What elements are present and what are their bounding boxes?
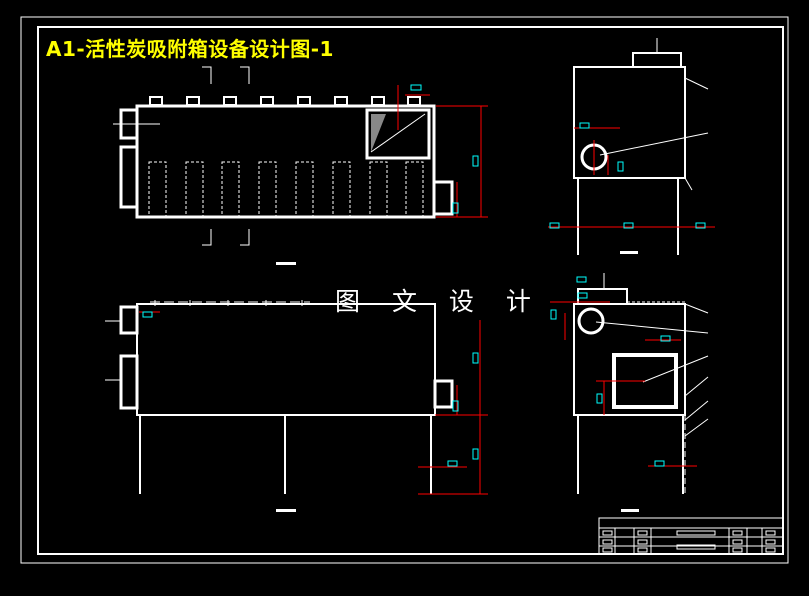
watermark-text: 图 文 设 计 (335, 287, 543, 316)
inner-frame (37, 26, 784, 555)
plan-view (105, 300, 454, 512)
side-view-2-leaders (595, 303, 709, 437)
front-view-labels (410, 84, 479, 214)
drawing-title: A1-活性炭吸附箱设备设计图-1 (46, 37, 334, 61)
title-block (598, 517, 784, 555)
front-view (113, 66, 454, 265)
front-view-dimensions (397, 85, 488, 218)
side-view-labels (549, 122, 706, 229)
outer-frame (20, 16, 789, 564)
plan-view-labels (142, 311, 479, 467)
side-view-2-labels (550, 276, 671, 467)
side-view-2 (573, 273, 686, 512)
side-view-leaders (599, 77, 709, 156)
side-view-2-dimensions (550, 301, 697, 467)
side-view (573, 38, 693, 255)
